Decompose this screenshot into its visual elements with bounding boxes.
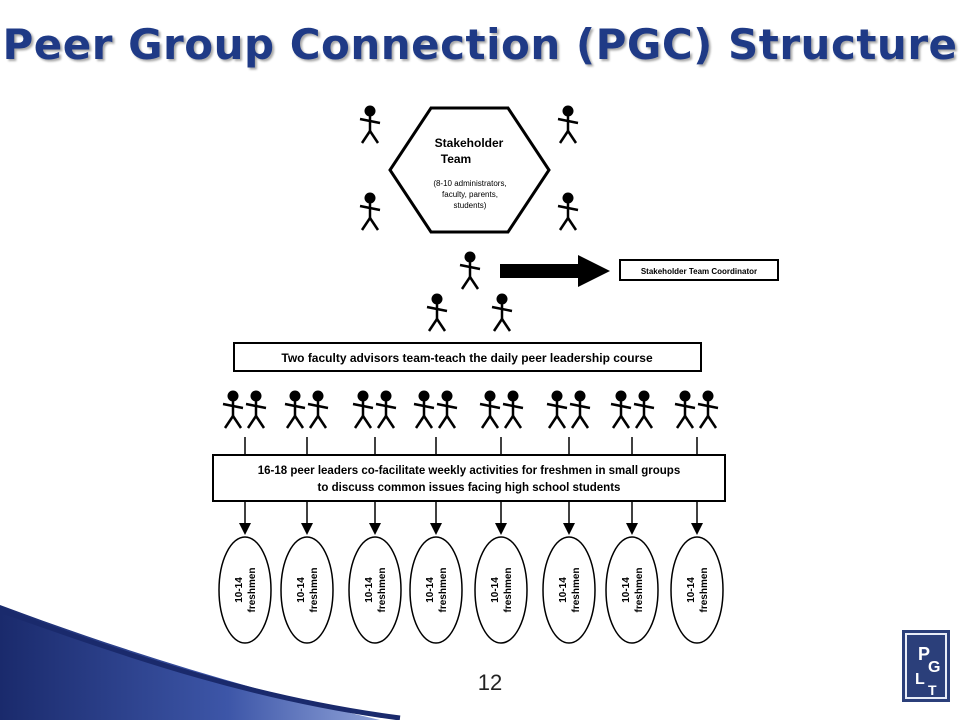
peer-leader-icon bbox=[696, 389, 720, 430]
svg-text:P: P bbox=[918, 644, 930, 664]
peer-leader-icon bbox=[435, 389, 459, 430]
peer-leader-icon bbox=[568, 389, 592, 430]
svg-text:G: G bbox=[928, 659, 940, 676]
freshmen-group: 10-14 freshmen bbox=[670, 536, 724, 644]
peer-leader-icon bbox=[501, 389, 525, 430]
peer-leader-icon bbox=[306, 389, 330, 430]
stakeholder-title-2: Team bbox=[441, 152, 471, 166]
group-count: 10-14 bbox=[425, 577, 436, 603]
group-count: 10-14 bbox=[558, 577, 569, 603]
freshmen-group: 10-14 freshmen bbox=[542, 536, 596, 644]
stakeholder-person-icon bbox=[358, 104, 382, 145]
leaders-label-2: to discuss common issues facing high sch… bbox=[318, 482, 621, 494]
peer-leader-icon bbox=[351, 389, 375, 430]
peer-leader-icon bbox=[545, 389, 569, 430]
group-label: freshmen bbox=[699, 567, 710, 612]
stakeholder-title-1: Stakeholder bbox=[435, 136, 504, 150]
stakeholder-desc-2: faculty, parents, bbox=[442, 190, 498, 199]
stakeholder-person-icon bbox=[556, 104, 580, 145]
freshmen-group: 10-14 freshmen bbox=[474, 536, 528, 644]
coordinator-box: Stakeholder Team Coordinator bbox=[619, 259, 779, 281]
stakeholder-desc-3: students) bbox=[454, 201, 487, 210]
group-label: freshmen bbox=[503, 567, 514, 612]
coordinator-person-icon bbox=[458, 250, 482, 291]
svg-text:L: L bbox=[915, 671, 925, 688]
peer-leader-icon bbox=[478, 389, 502, 430]
advisors-box: Two faculty advisors team-teach the dail… bbox=[233, 342, 702, 372]
leaders-label-1: 16-18 peer leaders co-facilitate weekly … bbox=[258, 465, 680, 477]
peer-leader-icon bbox=[283, 389, 307, 430]
advisors-label: Two faculty advisors team-teach the dail… bbox=[281, 351, 653, 365]
group-label: freshmen bbox=[377, 567, 388, 612]
group-count: 10-14 bbox=[234, 577, 245, 603]
peer-leaders bbox=[221, 389, 720, 430]
group-count: 10-14 bbox=[621, 577, 632, 603]
peer-leader-icon bbox=[673, 389, 697, 430]
pglt-logo: P G L T bbox=[902, 630, 950, 702]
group-arrows bbox=[239, 501, 703, 535]
group-count: 10-14 bbox=[686, 577, 697, 603]
stakeholder-desc-1: (8-10 administrators, bbox=[433, 179, 506, 188]
svg-text:T: T bbox=[928, 682, 937, 698]
page-number: 12 bbox=[477, 670, 503, 695]
advisor-person-icon bbox=[425, 292, 449, 333]
corner-swoosh bbox=[0, 605, 401, 720]
group-label: freshmen bbox=[634, 567, 645, 612]
freshmen-group: 10-14 freshmen bbox=[348, 536, 402, 644]
page-title: Peer Group Connection (PGC) Structure bbox=[2, 20, 958, 69]
freshmen-group: 10-14 freshmen bbox=[409, 536, 463, 644]
coordinator-arrow-icon bbox=[500, 255, 610, 287]
peer-leader-icon bbox=[609, 389, 633, 430]
group-count: 10-14 bbox=[296, 577, 307, 603]
peer-leader-icon bbox=[244, 389, 268, 430]
peer-leader-icon bbox=[374, 389, 398, 430]
pair-connectors bbox=[244, 437, 698, 455]
peer-leader-icon bbox=[412, 389, 436, 430]
freshmen-group: 10-14 freshmen bbox=[218, 536, 272, 644]
group-count: 10-14 bbox=[490, 577, 501, 603]
stakeholder-person-icon bbox=[358, 191, 382, 232]
peer-leaders-box: 16-18 peer leaders co-facilitate weekly … bbox=[212, 454, 726, 502]
advisor-person-icon bbox=[490, 292, 514, 333]
peer-leader-icon bbox=[632, 389, 656, 430]
stakeholder-person-icon bbox=[556, 191, 580, 232]
group-label: freshmen bbox=[438, 567, 449, 612]
stakeholder-team-node: Stakeholder Team (8-10 administrators, f… bbox=[388, 106, 551, 234]
group-label: freshmen bbox=[571, 567, 582, 612]
coordinator-label: Stakeholder Team Coordinator bbox=[641, 267, 757, 276]
group-label: freshmen bbox=[309, 567, 320, 612]
group-label: freshmen bbox=[247, 567, 258, 612]
freshmen-group: 10-14 freshmen bbox=[605, 536, 659, 644]
group-count: 10-14 bbox=[364, 577, 375, 603]
freshmen-group: 10-14 freshmen bbox=[280, 536, 334, 644]
peer-leader-icon bbox=[221, 389, 245, 430]
